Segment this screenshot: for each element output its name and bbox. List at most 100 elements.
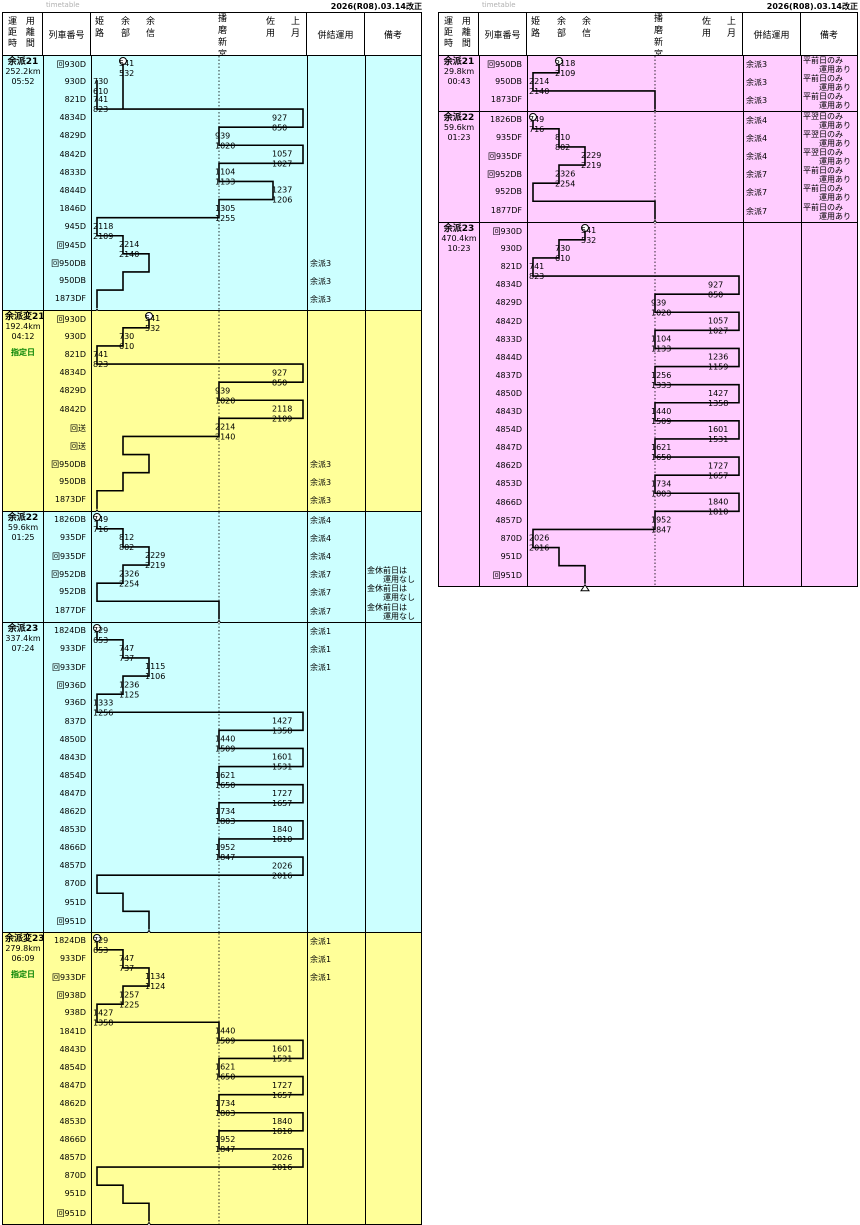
column-divider xyxy=(365,512,366,622)
coupled-column-header: 併結運用 xyxy=(743,13,801,55)
time-label: 1255 xyxy=(215,214,235,223)
time-label: 653 xyxy=(93,636,108,645)
train-path xyxy=(96,629,304,930)
coupled-operation: 余派3 xyxy=(310,459,332,469)
coupled-column-header: 併結運用 xyxy=(307,13,365,55)
operation-diagram: 5415326107308237419278501020939105710271… xyxy=(529,223,740,592)
train-number: 945D xyxy=(64,221,86,231)
operation-name: 余派21 xyxy=(443,57,475,67)
unyo-column-header: 運 用 距 離 時 間 xyxy=(3,13,43,55)
time-label: 1952 xyxy=(215,843,235,852)
time-label: 1427 xyxy=(708,389,728,398)
time-label: 1027 xyxy=(272,160,292,169)
time-label: 1057 xyxy=(708,317,728,326)
station-sayo: 佐 用 xyxy=(702,17,712,39)
train-number: 4866D xyxy=(59,843,86,853)
time-label: 532 xyxy=(581,236,596,245)
train-number: 1873DF xyxy=(490,95,522,105)
time-label: 1734 xyxy=(215,807,235,816)
time-label: 927 xyxy=(272,113,287,122)
station-harima: 播 磨 新 宮 xyxy=(654,14,664,55)
remark: 平翌日のみ 運用あり xyxy=(803,112,851,130)
time-label: 1358 xyxy=(93,1018,113,1027)
time-label: 1657 xyxy=(272,799,292,808)
column-divider xyxy=(307,623,308,932)
column-divider xyxy=(307,933,308,1224)
column-divider xyxy=(43,512,44,622)
time-label: 2026 xyxy=(272,861,292,870)
train-number: 4857D xyxy=(495,515,522,525)
train-number: 870D xyxy=(64,1171,86,1181)
train-number: 950DB xyxy=(495,77,522,87)
train-number: 回950DB xyxy=(487,60,522,69)
time-label: 610 xyxy=(119,342,134,351)
remark: 金休前日は 運用なし xyxy=(367,584,415,603)
train-number: 回952DB xyxy=(51,570,86,580)
coupled-operation: 余派3 xyxy=(310,259,332,269)
train-number: 回935DF xyxy=(487,152,522,162)
remarks-column-header: 備考 xyxy=(819,30,838,41)
train-number: 4844D xyxy=(495,352,522,362)
train-number: 4842D xyxy=(59,404,86,414)
column-divider xyxy=(307,512,308,622)
coupled-operation: 余派4 xyxy=(310,516,332,525)
coupled-operation: 余派7 xyxy=(310,588,332,598)
column-divider xyxy=(527,56,528,111)
time-label: 2229 xyxy=(581,151,601,160)
time-label: 1509 xyxy=(215,745,235,754)
time-label: 1803 xyxy=(215,817,235,826)
coupled-operation: 余派3 xyxy=(746,96,768,106)
time-label: 1257 xyxy=(119,990,139,999)
train-number: 4843D xyxy=(495,407,522,416)
train-number: 936D xyxy=(64,698,86,708)
train-number: 837D xyxy=(64,716,86,726)
time-label: 1531 xyxy=(272,1055,292,1064)
time-label: 1305 xyxy=(215,204,235,213)
column-divider xyxy=(479,112,480,222)
operation-distance: 470.4km xyxy=(441,234,477,243)
coupled-operation: 余派1 xyxy=(310,645,332,655)
start-marker xyxy=(93,624,101,632)
coupled-operation: 余派3 xyxy=(746,78,768,88)
station-sayo: 佐 用 xyxy=(266,17,276,39)
column-divider xyxy=(743,223,744,586)
train-number: 1841D xyxy=(59,1026,86,1036)
time-label: 1509 xyxy=(215,1037,235,1046)
operation-distance: 59.6km xyxy=(7,523,39,532)
station-yoshin: 余 信 xyxy=(582,17,592,39)
time-label: 1159 xyxy=(708,363,728,372)
time-label: 729 xyxy=(93,936,108,945)
coupled-operation: 余派4 xyxy=(310,534,332,544)
time-label: 2016 xyxy=(272,1163,292,1172)
time-label: 1125 xyxy=(119,690,139,699)
column-divider xyxy=(801,56,802,111)
train-number: 1826DB xyxy=(53,515,86,524)
station-harima: 播 磨 新 宮 xyxy=(218,14,228,55)
time-label: 1601 xyxy=(708,425,728,434)
time-label: 802 xyxy=(555,143,570,152)
train-number: 回送 xyxy=(70,423,86,433)
time-label: 1333 xyxy=(651,381,671,390)
station-yobu: 余 部 xyxy=(557,17,567,39)
train-number: 930D xyxy=(500,244,522,254)
column-divider xyxy=(527,223,528,586)
column-divider xyxy=(365,56,366,310)
column-divider xyxy=(43,311,44,511)
time-label: 939 xyxy=(215,131,230,140)
time-label: 1847 xyxy=(215,1145,235,1154)
train-path xyxy=(532,118,656,220)
operation-diagram: 7296537477371115110612361125133312561427… xyxy=(93,623,304,937)
time-label: 2118 xyxy=(272,405,292,414)
coupled-operation: 余派3 xyxy=(310,477,332,487)
column-divider xyxy=(743,112,744,222)
station-himeji: 姫 路 xyxy=(531,17,541,39)
train-number: 4850D xyxy=(59,734,86,744)
time-label: 541 xyxy=(119,59,134,68)
time-label: 1621 xyxy=(651,443,671,452)
